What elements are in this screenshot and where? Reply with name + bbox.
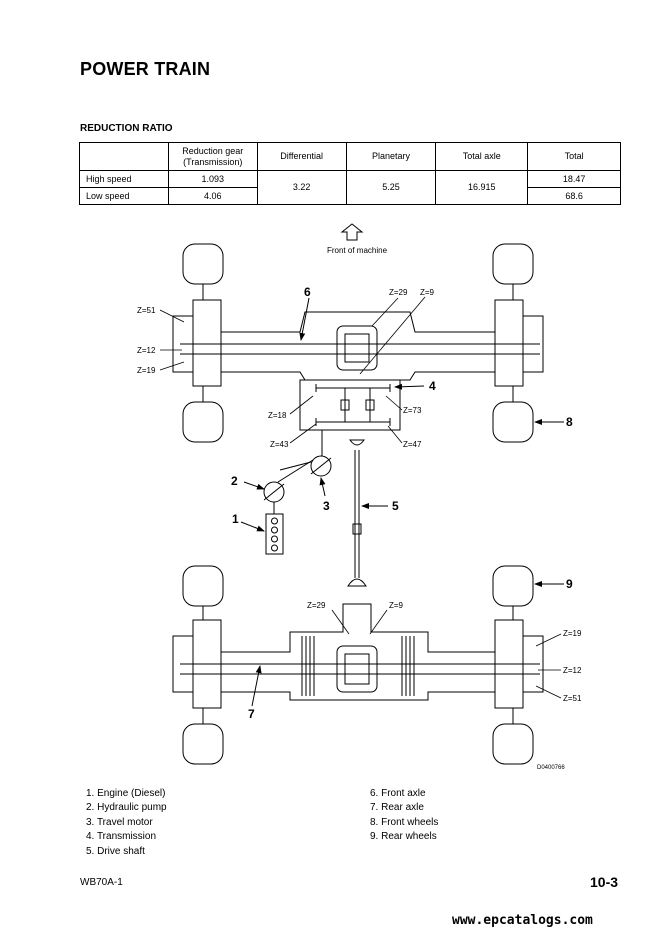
- callout-1: 1: [232, 512, 239, 526]
- front-axle-drawing: [172, 243, 544, 443]
- hydraulic-drawing: [263, 430, 332, 555]
- front-wheel-right-bottom: [492, 401, 534, 443]
- callout-7: 7: [248, 707, 255, 721]
- front-of-machine-label: Front of machine: [327, 246, 388, 255]
- table-header-empty: [79, 142, 169, 171]
- front-wheel-left-bottom: [182, 401, 224, 443]
- legend-item-1: 1. Engine (Diesel): [86, 788, 166, 799]
- callout-3: 3: [323, 499, 330, 513]
- callout-numbers: 1 2 3 4 5 6 7 8 9: [231, 285, 573, 721]
- header-reduction-line1: Reduction gear: [182, 145, 244, 156]
- callout-5: 5: [392, 499, 399, 513]
- footer-model: WB70A-1: [80, 877, 123, 888]
- section-title: REDUCTION RATIO: [80, 123, 173, 134]
- callout-2: 2: [231, 474, 238, 488]
- front-wheel-left-top: [182, 243, 224, 285]
- legend-item-4: 4. Transmission: [86, 831, 157, 842]
- label-rear-z12: Z=12: [563, 666, 582, 675]
- label-front-z9: Z=9: [420, 288, 435, 297]
- label-rear-z19: Z=19: [563, 629, 582, 638]
- transmission-drawing: [299, 379, 401, 446]
- callout-8: 8: [566, 415, 573, 429]
- rear-wheel-left-top: [182, 565, 224, 607]
- label-trans-z43: Z=43: [270, 440, 289, 449]
- tooth-labels: Z=51 Z=12 Z=19 Z=29 Z=9 Z=18 Z=43 Z=73 Z…: [137, 288, 582, 703]
- label-trans-z18: Z=18: [268, 411, 287, 420]
- table-header-row: Reduction gear (Transmission) Differenti…: [79, 142, 621, 171]
- callout-6: 6: [304, 285, 311, 299]
- travel-motor-symbol: [310, 455, 332, 477]
- cell-reduction-low: 4.06: [167, 187, 258, 205]
- cell-total-axle: 16.915: [435, 170, 529, 205]
- header-reduction-line2: (Transmission): [183, 156, 243, 167]
- front-wheel-right-top: [492, 243, 534, 285]
- cell-total-low: 68.6: [527, 187, 621, 205]
- label-front-z12: Z=12: [137, 346, 156, 355]
- engine-symbol: [265, 513, 284, 555]
- cell-differential: 3.22: [256, 170, 347, 205]
- rear-wheel-right-bottom: [492, 723, 534, 765]
- legend-item-3: 3. Travel motor: [86, 817, 153, 828]
- legend-item-7: 7. Rear axle: [370, 802, 424, 813]
- label-rear-z29: Z=29: [307, 601, 326, 610]
- legend-item-9: 9. Rear wheels: [370, 831, 437, 842]
- cell-planetary: 5.25: [345, 170, 437, 205]
- front-direction-arrow-icon: [340, 223, 364, 241]
- table-header-planetary: Planetary: [345, 142, 437, 171]
- drive-shaft-drawing: [347, 450, 367, 587]
- footer-page-number: 10-3: [590, 874, 619, 890]
- label-rear-z51: Z=51: [563, 694, 582, 703]
- reduction-ratio-table: Reduction gear (Transmission) Differenti…: [79, 142, 621, 205]
- label-front-z19: Z=19: [137, 366, 156, 375]
- legend-item-8: 8. Front wheels: [370, 817, 439, 828]
- legend-item-5: 5. Drive shaft: [86, 846, 145, 857]
- leader-lines: [159, 296, 562, 699]
- rear-axle-drawing: [172, 565, 544, 765]
- table-row: High speed 1.093 3.22 5.25 16.915 18.47: [79, 170, 621, 205]
- callout-9: 9: [566, 577, 573, 591]
- rear-wheel-left-bottom: [182, 723, 224, 765]
- label-trans-z47: Z=47: [403, 440, 422, 449]
- callout-4: 4: [429, 379, 436, 393]
- label-trans-z73: Z=73: [403, 406, 422, 415]
- table-header-differential: Differential: [256, 142, 347, 171]
- legend-item-2: 2. Hydraulic pump: [86, 802, 167, 813]
- rear-wheel-right-top: [492, 565, 534, 607]
- label-rear-z9: Z=9: [389, 601, 404, 610]
- label-front-z51: Z=51: [137, 306, 156, 315]
- watermark: www.epcatalogs.com: [452, 913, 593, 928]
- label-front-z29: Z=29: [389, 288, 408, 297]
- table-row: Low speed 4.06 68.6: [79, 187, 621, 205]
- legend-item-6: 6. Front axle: [370, 788, 426, 799]
- page-title: POWER TRAIN: [80, 59, 211, 79]
- drawing-code: D0400766: [537, 765, 565, 771]
- table-header-reduction: Reduction gear (Transmission): [167, 142, 258, 171]
- callout-arrows: [240, 297, 564, 707]
